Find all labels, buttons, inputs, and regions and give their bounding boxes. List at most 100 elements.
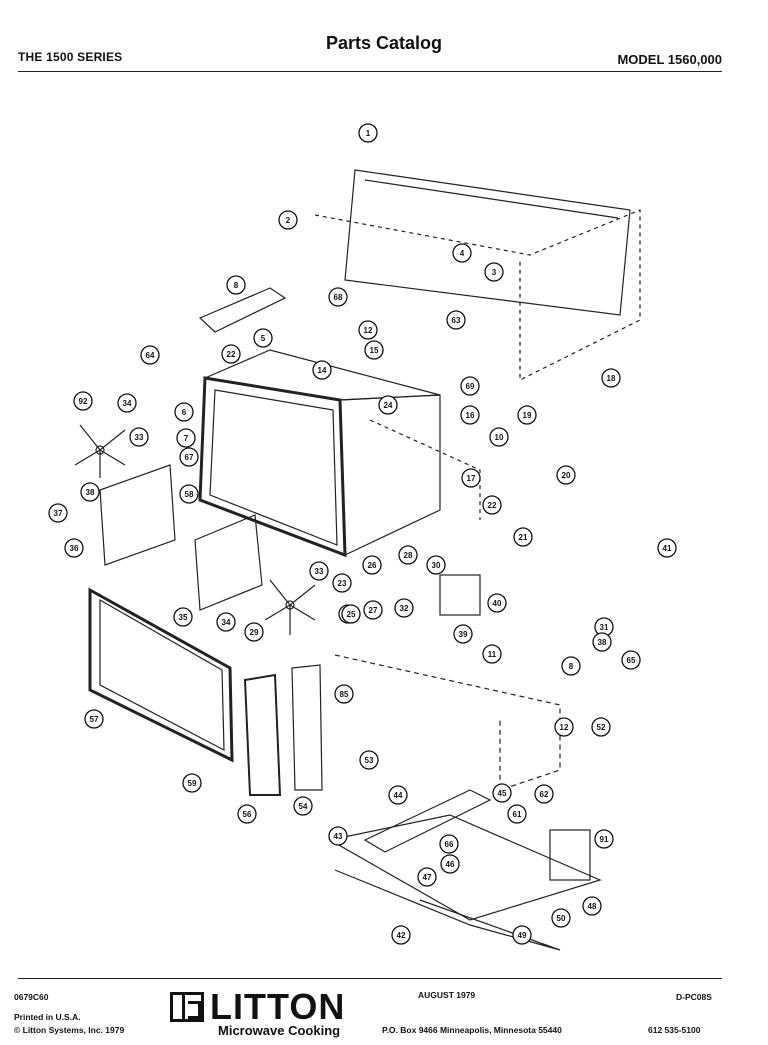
callout-62: 62 [534,784,554,804]
callout-circle [551,908,571,928]
callout-circle [592,632,612,652]
callout-65: 65 [621,650,641,670]
callout-circle [174,402,194,422]
callout-54: 54 [293,796,313,816]
callout-label: 21 [519,533,528,542]
callout-2: 2 [278,210,298,230]
callout-circle [129,427,149,447]
callout-label: 32 [400,604,409,613]
callout-circle [312,360,332,380]
callout-40: 40 [487,593,507,613]
callout-label: 30 [432,561,441,570]
callout-circle [556,465,576,485]
callout-label: 10 [495,433,504,442]
callout-label: 42 [397,931,406,940]
callout-label: 4 [460,249,465,258]
callout-label: 20 [562,471,571,480]
callout-circle [216,612,236,632]
callout-circle [278,210,298,230]
callout-label: 67 [185,453,194,462]
stirrer-cover [194,514,263,611]
callout-circle [221,344,241,364]
callout-label: 36 [70,544,79,553]
callout-circle [657,538,677,558]
callout-label: 45 [498,789,507,798]
callout-circle [621,650,641,670]
callout-circle [328,826,348,846]
callout-circle [341,604,361,624]
doc-code: 0679C60 [14,992,49,1002]
callout-58: 58 [179,484,199,504]
callout-label: 24 [384,401,393,410]
callout-circle [507,804,527,824]
part-drawings [74,169,641,951]
callout-circle [582,896,602,916]
callout-circle [378,395,398,415]
callout-14: 14 [312,360,332,380]
callout-circle [362,555,382,575]
callout-11: 11 [482,644,502,664]
side-panel [99,464,176,566]
callout-10: 10 [489,427,509,447]
callout-32: 32 [394,598,414,618]
rail-44 [363,789,492,853]
catalog-date: AUGUST 1979 [418,990,476,1000]
callout-20: 20 [556,465,576,485]
callout-circle [182,773,202,793]
callout-label: 63 [452,316,461,325]
callout-label: 56 [243,810,252,819]
callout-label: 59 [188,779,197,788]
callout-18: 18 [601,368,621,388]
callout-circle [484,262,504,282]
callout-91: 91 [594,829,614,849]
callout-36: 36 [64,538,84,558]
callout-6: 6 [174,402,194,422]
callout-label: 16 [466,411,475,420]
callout-42: 42 [391,925,411,945]
callout-22: 22 [482,495,502,515]
model-label: MODEL 1560,000 [617,52,722,67]
callout-circle [439,834,459,854]
callout-label: 52 [597,723,606,732]
callout-circle [440,854,460,874]
callout-circle [513,527,533,547]
page-title: Parts Catalog [325,33,443,53]
page-code: D-PC08S [676,992,712,1002]
callout-label: 8 [234,281,239,290]
callout-4: 4 [452,243,472,263]
callout-circle [237,804,257,824]
callout-label: 38 [86,488,95,497]
oven-door [88,587,234,763]
callout-label: 46 [446,860,455,869]
callout-12: 12 [554,717,574,737]
callout-label: 65 [627,656,636,665]
callout-circle [328,287,348,307]
callout-34: 34 [117,393,137,413]
callout-label: 26 [368,561,377,570]
callout-8: 8 [226,275,246,295]
callout-circle [179,447,199,467]
callout-44: 44 [388,785,408,805]
control-panel-frame [369,419,481,520]
callout-circle [309,561,329,581]
printed-note: Printed in U.S.A. [14,1012,81,1022]
callout-circle [446,310,466,330]
magnetron [439,574,481,616]
callout-circle [80,482,100,502]
callout-92: 92 [73,391,93,411]
callout-49: 49 [512,925,532,945]
callout-circle [426,555,446,575]
oven-door-window [99,598,225,752]
callout-label: 41 [663,544,672,553]
callout-label: 8 [569,662,574,671]
callout-label: 48 [588,902,597,911]
litton-mark-icon [170,992,204,1022]
callout-27: 27 [363,600,383,620]
callout-label: 23 [338,579,347,588]
callout-circle [594,829,614,849]
fan-right [264,579,316,635]
callout-label: 85 [340,690,349,699]
callout-37: 37 [48,503,68,523]
bracket-part [198,287,287,333]
